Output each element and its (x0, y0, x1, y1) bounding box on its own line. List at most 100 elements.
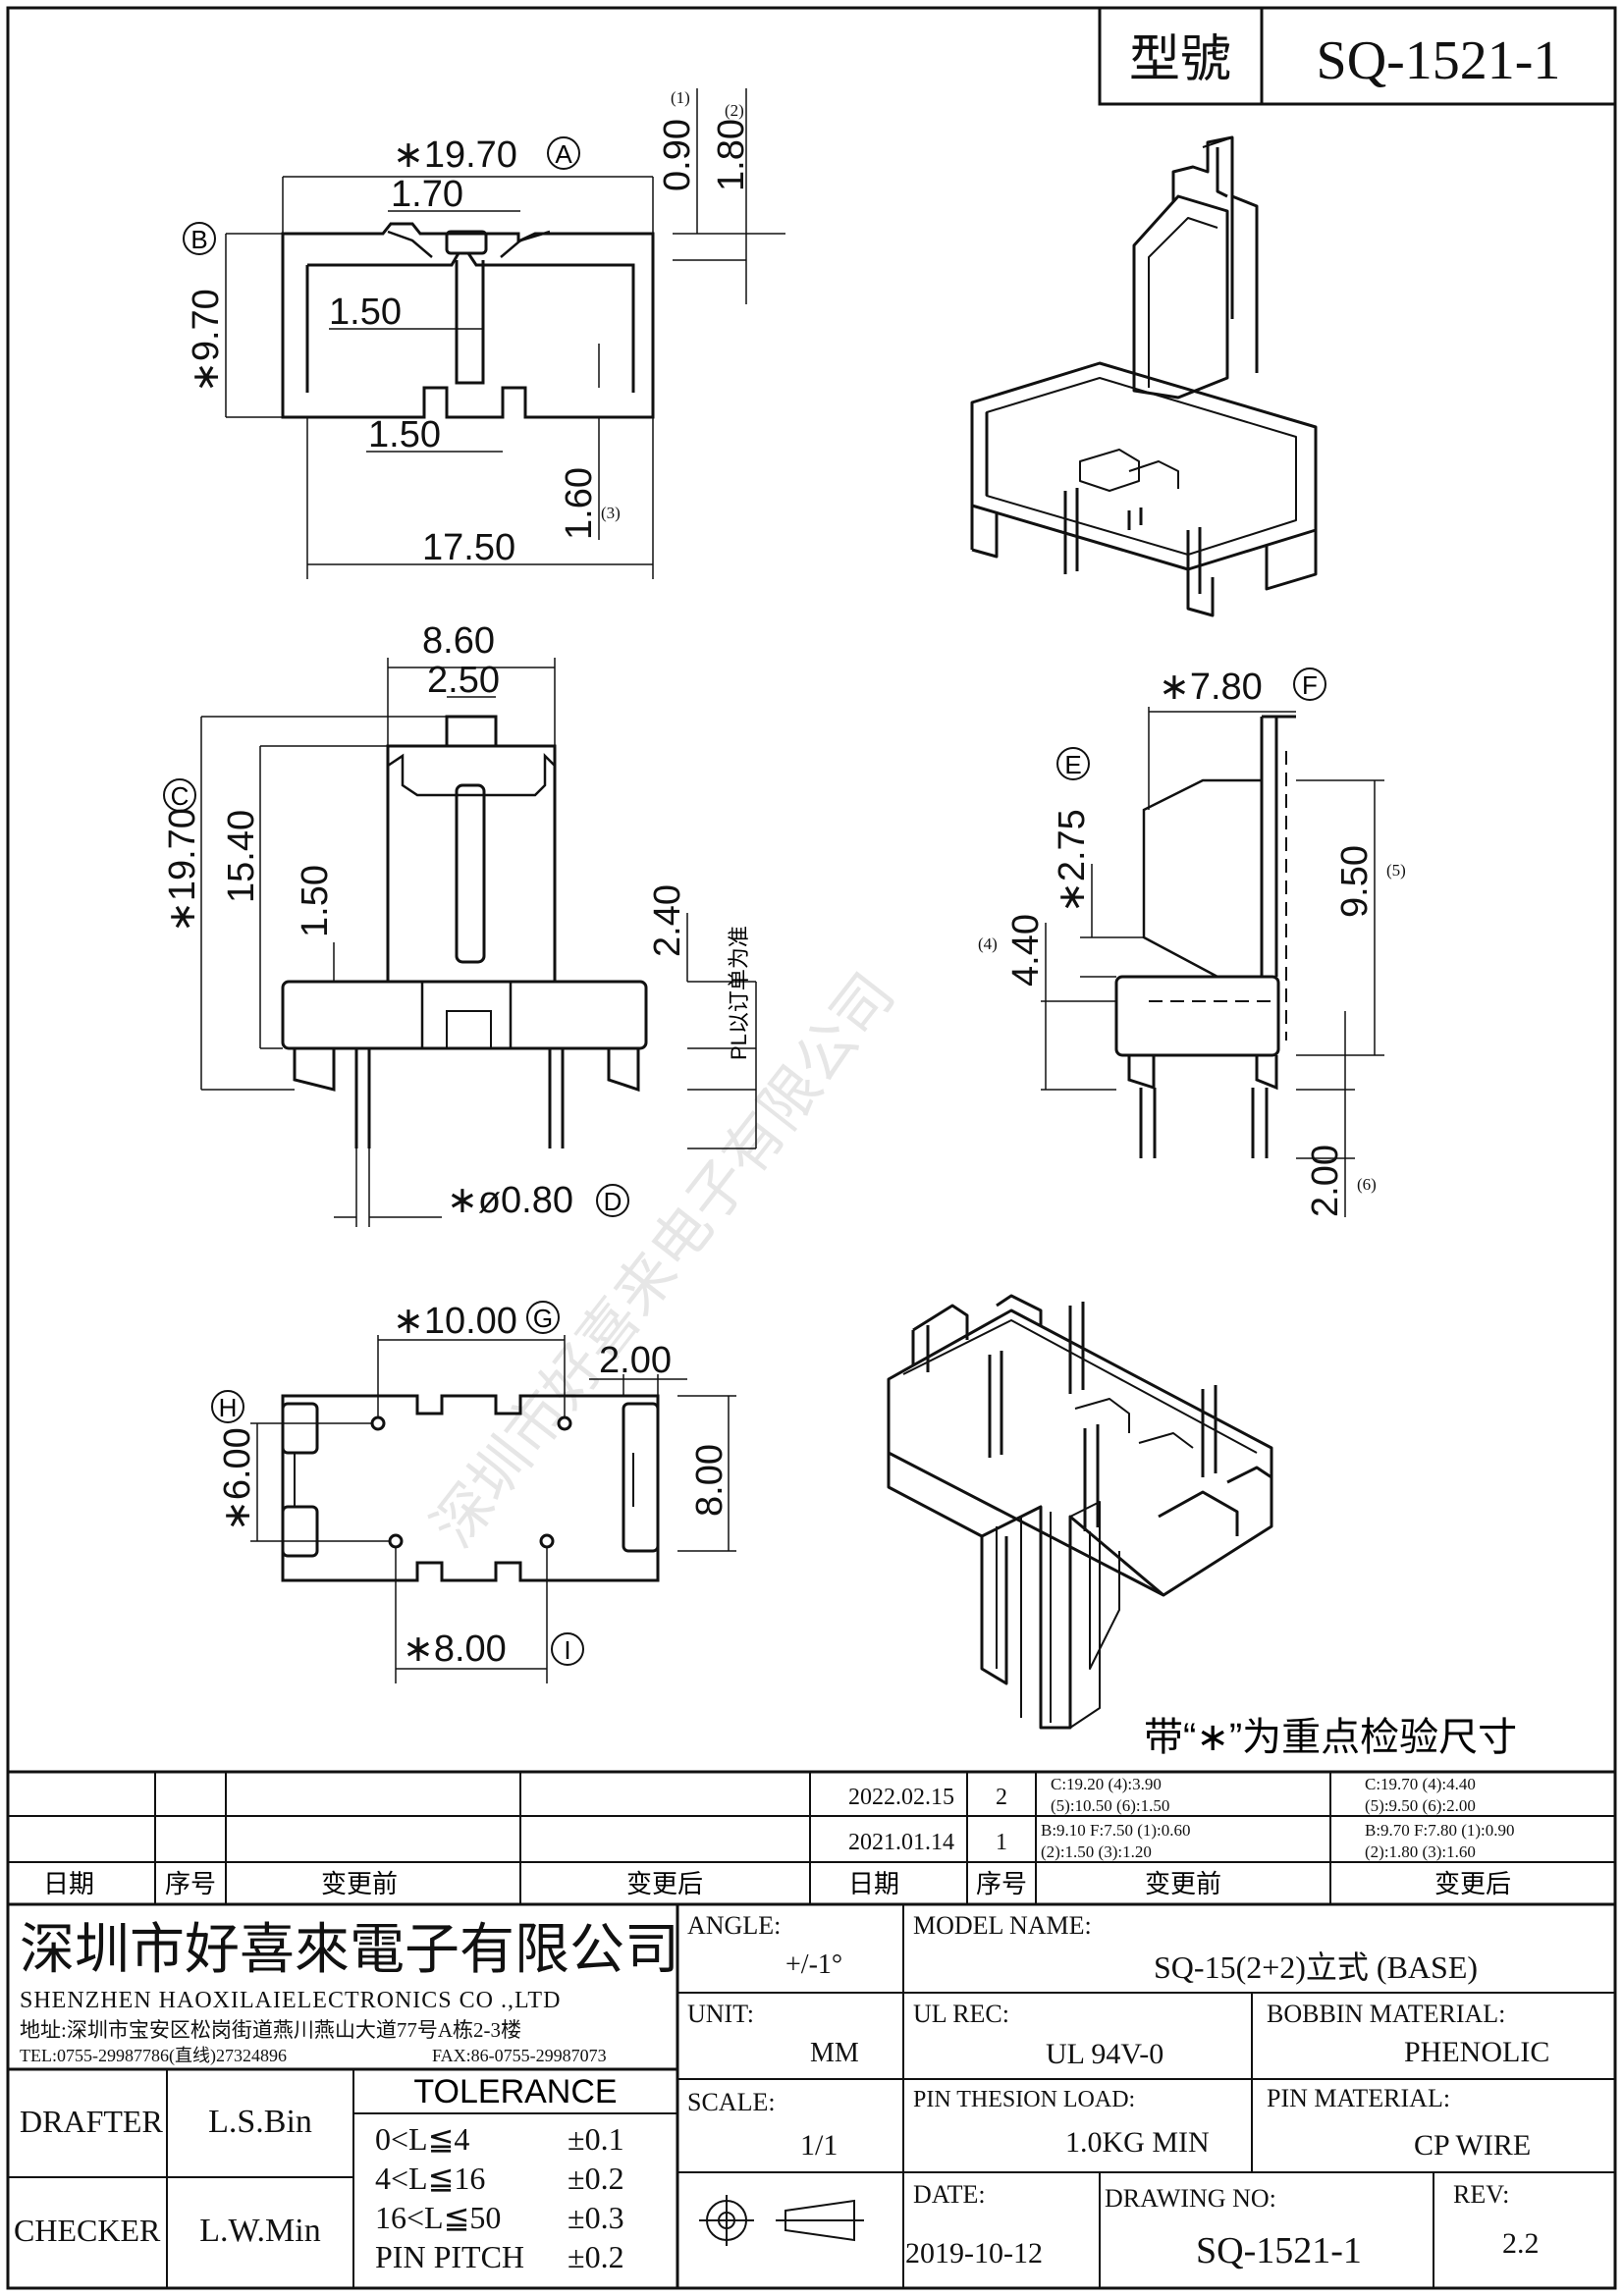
pin-load-label: PIN THESION LOAD: (913, 2087, 1135, 2112)
top-dim-150a: 1.50 (329, 292, 402, 333)
company-tel: TEL:0755-29987786(直线)27324896 (20, 2046, 287, 2066)
inspection-note: 带“∗”为重点检验尺寸 (1144, 1716, 1517, 1759)
rev-row-1-before-2: (5):10.50 (6):1.50 (1051, 1796, 1169, 1815)
scale-value: 1/1 (800, 2129, 838, 2162)
front-dim-1540: 15.40 (221, 810, 262, 903)
revision-table (8, 1770, 1615, 1906)
bottom-dim-1000: ∗10.00 (393, 1301, 517, 1342)
tag-1: (1) (671, 88, 690, 107)
rev-row-1-after-2: (5):9.50 (6):2.00 (1365, 1796, 1476, 1815)
tol-range-3: 16<L≦50 (375, 2200, 501, 2235)
tag-6: (6) (1357, 1175, 1377, 1194)
model-name-label: MODEL NAME: (913, 1911, 1092, 1940)
rev-header-before-2: 变更前 (1145, 1869, 1221, 1898)
checker-value: L.W.Min (199, 2213, 320, 2249)
ul-value: UL 94V-0 (1046, 2038, 1163, 2070)
top-view (225, 88, 785, 579)
front-dim-1970: ∗19.70 (162, 808, 203, 933)
title-block (8, 1904, 1615, 2288)
top-dim-160: 1.60 (559, 467, 600, 540)
pin-mat-label: PIN MATERIAL: (1267, 2084, 1450, 2112)
rev-header-date: 日期 (43, 1869, 94, 1898)
svg-text:H: H (219, 1393, 238, 1422)
checker-label: CHECKER (14, 2213, 161, 2248)
svg-text:F: F (1302, 670, 1318, 700)
iso-view-top (970, 135, 1318, 617)
company-address: 地址:深圳市宝安区松岗街道燕川燕山大道77号A栋2-3楼 (20, 2018, 521, 2042)
svg-text:D: D (604, 1187, 622, 1216)
pin-load-value: 1.0KG MIN (1065, 2126, 1210, 2159)
tag-2: (2) (725, 101, 744, 120)
ul-label: UL REC: (913, 2000, 1009, 2028)
model-value: SQ-1521-1 (1317, 30, 1561, 91)
front-dim-150: 1.50 (295, 865, 336, 937)
tol-range-1: 0<L≦4 (375, 2121, 469, 2157)
tag-4: (4) (978, 934, 998, 953)
sheet-border (6, 6, 1617, 2290)
angle-label: ANGLE: (687, 1911, 781, 1940)
date-label: DATE: (913, 2180, 986, 2209)
rev-value: 2.2 (1502, 2227, 1540, 2260)
drawing-no-value: SQ-1521-1 (1196, 2230, 1362, 2271)
scale-label: SCALE: (687, 2088, 776, 2116)
svg-text:C: C (171, 781, 189, 811)
tol-range-2: 4<L≦16 (375, 2161, 485, 2196)
svg-text:A: A (555, 139, 572, 169)
bottom-dim-200: 2.00 (599, 1340, 672, 1381)
tol-value-4: ±0.2 (568, 2239, 624, 2274)
top-dim-width: ∗19.70 (393, 134, 517, 176)
tol-value-1: ±0.1 (568, 2121, 624, 2157)
tag-h: H (211, 1390, 244, 1423)
rev-header-after-2: 变更后 (1434, 1869, 1511, 1898)
drafter-label: DRAFTER (20, 2104, 163, 2139)
front-dim-250: 2.50 (427, 660, 500, 701)
tag-a: A (547, 136, 580, 170)
rev-row-2-date: 2021.01.14 (848, 1830, 954, 1855)
tolerance-title: TOLERANCE (413, 2073, 617, 2110)
tag-c: C (163, 778, 196, 812)
angle-value: +/-1° (785, 1949, 842, 1980)
tag-f: F (1293, 667, 1326, 701)
bottom-dim-800: ∗8.00 (403, 1629, 507, 1670)
watermark: 深圳市好喜来电子有限公司 (419, 961, 908, 1560)
rev-row-1-after-1: C:19.70 (4):4.40 (1365, 1775, 1476, 1793)
front-dim-240: 2.40 (647, 884, 688, 957)
drafter-value: L.S.Bin (208, 2104, 312, 2140)
unit-label: UNIT: (687, 2000, 754, 2028)
bobbin-label: BOBBIN MATERIAL: (1267, 2000, 1505, 2028)
top-dim-180: 1.80 (711, 119, 752, 191)
tag-i: I (551, 1632, 584, 1666)
tag-5: (5) (1386, 861, 1406, 880)
rev-row-2-before-1: B:9.10 F:7.50 (1):0.60 (1041, 1821, 1191, 1840)
model-header-box: 型號 SQ-1521-1 (1098, 6, 1617, 106)
svg-text:B: B (190, 225, 207, 254)
front-dim-860: 8.60 (422, 620, 495, 662)
side-dim-440: 4.40 (1005, 914, 1047, 987)
rev-row-2-before-2: (2):1.50 (3):1.20 (1041, 1842, 1152, 1861)
top-dim-1750: 17.50 (422, 527, 515, 568)
company-name-cn: 深圳市好喜來電子有限公司 (20, 1920, 679, 1981)
model-label: 型號 (1129, 32, 1231, 88)
side-view (1041, 707, 1384, 1217)
rev-row-1-date: 2022.02.15 (848, 1785, 954, 1810)
svg-text:I: I (564, 1635, 570, 1665)
model-name-value: SQ-15(2+2)立式 (BASE) (1154, 1949, 1478, 1985)
top-dim-height: ∗9.70 (186, 289, 227, 393)
pl-note: PL以订单为准 (727, 926, 751, 1060)
company-name-en: SHENZHEN HAOXILAIELECTRONICS CO .,LTD (20, 1988, 561, 2013)
tol-value-2: ±0.2 (568, 2161, 624, 2196)
rev-row-1-before-1: C:19.20 (4):3.90 (1051, 1775, 1162, 1793)
rev-row-2-no: 1 (996, 1830, 1007, 1855)
front-dim-pin: ∗ø0.80 (447, 1180, 573, 1221)
front-view (200, 658, 757, 1227)
rev-header-no-2: 序号 (976, 1869, 1027, 1898)
bobbin-value: PHENOLIC (1404, 2036, 1549, 2068)
projection-symbol-icon (699, 2195, 864, 2246)
company-fax: FAX:86-0755-29987073 (432, 2046, 607, 2065)
tol-value-3: ±0.3 (568, 2200, 624, 2235)
bottom-dim-600: ∗6.00 (217, 1427, 258, 1531)
date-value: 2019-10-12 (905, 2237, 1043, 2269)
pin-mat-value: CP WIRE (1414, 2129, 1531, 2162)
rev-row-2-after-2: (2):1.80 (3):1.60 (1365, 1842, 1476, 1861)
